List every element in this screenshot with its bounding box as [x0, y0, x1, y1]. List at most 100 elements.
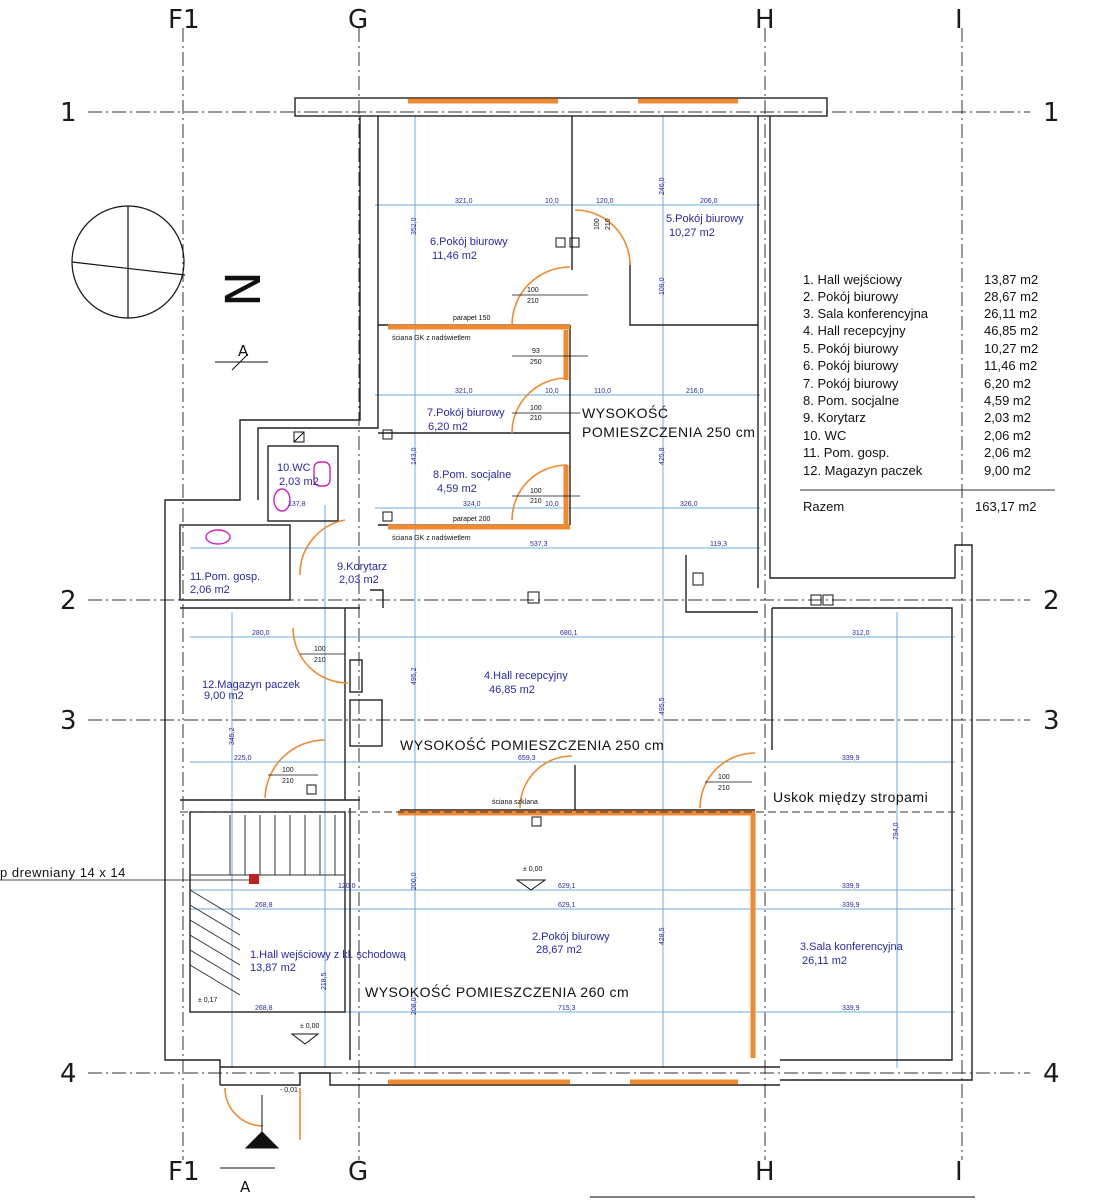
svg-text:680,1: 680,1: [560, 630, 578, 637]
svg-text:659,3: 659,3: [518, 755, 536, 762]
room-2-area: 28,67 m2: [536, 944, 582, 956]
vent-icon: [527, 591, 540, 604]
height-labels: WYSOKOŚĆ POMIESZCZENIA 250 cm WYSOKOŚĆ P…: [365, 404, 928, 1000]
grid-row-label-right: 1: [1043, 98, 1060, 128]
grid-col-label-bottom: G: [348, 1157, 368, 1187]
walls: [164, 97, 973, 1086]
section-label-bottom: A: [240, 1178, 251, 1196]
room-10-area: 2,03 m2: [279, 476, 319, 488]
windows: [388, 98, 756, 1085]
level-minus: - 0,01: [280, 1087, 298, 1094]
svg-text:100: 100: [530, 405, 542, 412]
svg-text:715,3: 715,3: [558, 1005, 576, 1012]
room-6-area: 11,46 m2: [432, 250, 477, 262]
svg-text:495,5: 495,5: [659, 697, 666, 715]
legend-item-value: 6,20 m2: [984, 376, 1031, 391]
svg-text:246,0: 246,0: [659, 177, 666, 195]
room-6-name: 6.Pokój biurowy: [430, 236, 508, 248]
legend-item-value: 11,46 m2: [984, 358, 1037, 373]
vent-icon: [293, 431, 305, 443]
svg-text:428,5: 428,5: [659, 927, 666, 945]
grid-col-label-bottom: I: [955, 1157, 963, 1187]
misc-notes: parapet 150 parapet 200 ściana GK z nadś…: [198, 315, 547, 1094]
svg-text:326,0: 326,0: [680, 501, 698, 508]
grid-labels: F1 G H I F1 G H I 1 2 3 4 1 2 3 4: [60, 5, 1060, 1187]
svg-text:352,0: 352,0: [411, 217, 418, 235]
vent-icon: [306, 784, 317, 795]
vent-icon: [692, 572, 704, 586]
grid-row-label-right: 4: [1043, 1059, 1060, 1089]
svg-text:225,0: 225,0: [234, 755, 252, 762]
grid-col-label-top: I: [955, 5, 963, 35]
svg-text:280,0: 280,0: [252, 630, 270, 637]
svg-text:210: 210: [527, 298, 539, 305]
room-7-name: 7.Pokój biurowy: [427, 407, 505, 419]
grid-col-label-top: G: [348, 5, 368, 35]
svg-text:324,0: 324,0: [463, 501, 481, 508]
svg-text:120,0: 120,0: [596, 198, 614, 205]
legend-item-value: 46,85 m2: [984, 323, 1038, 338]
grid-row-label-right: 2: [1043, 586, 1060, 616]
height-top-line1: WYSOKOŚĆ: [582, 404, 668, 421]
section-mark-top: [215, 353, 268, 371]
legend-item-value: 2,06 m2: [984, 445, 1031, 460]
vent-icon: [822, 594, 834, 606]
stairs: [189, 815, 345, 996]
legend-item-value: 28,67 m2: [984, 289, 1038, 304]
legend-item-label: 10. WC: [803, 428, 846, 443]
svg-text:629,1: 629,1: [558, 902, 576, 909]
vent-icon: [569, 237, 580, 248]
room-10-name: 10.WC: [277, 462, 311, 474]
svg-text:120,0: 120,0: [338, 883, 356, 890]
svg-text:210: 210: [530, 498, 542, 505]
svg-text:210: 210: [530, 415, 542, 422]
svg-text:143,0: 143,0: [411, 447, 418, 465]
svg-text:210: 210: [605, 218, 612, 230]
height-middle: WYSOKOŚĆ POMIESZCZENIA 250 cm: [400, 736, 664, 753]
grid-row-label-left: 3: [60, 706, 77, 736]
svg-text:10,0: 10,0: [545, 198, 559, 205]
svg-text:339,9: 339,9: [842, 883, 860, 890]
legend-total-value: 163,17 m2: [975, 499, 1036, 514]
north-label: N: [216, 271, 272, 307]
svg-text:210: 210: [314, 657, 326, 664]
section-mark-bottom: [220, 1095, 280, 1169]
area-legend: 1. Hall wejściowy 13,87 m2 2. Pokój biur…: [800, 272, 1055, 514]
post-icon: [249, 874, 259, 884]
post-label: p drewniany 14 x 14: [0, 865, 126, 880]
legend-item-value: 13,87 m2: [984, 272, 1038, 287]
room-11-area: 2,06 m2: [190, 584, 230, 596]
vent-icon: [382, 429, 393, 440]
svg-text:321,0: 321,0: [455, 198, 473, 205]
sink-icon: [205, 529, 231, 545]
legend-item-label: 7. Pokój biurowy: [803, 376, 899, 391]
svg-text:100: 100: [314, 646, 326, 653]
legend-item-label: 11. Pom. gosp.: [803, 445, 889, 460]
room-1-name: 1.Hall wejściowy z kl. schodową: [250, 949, 407, 961]
dimension-labels: 321,0 10,0 120,0 206,0 321,0 10,0 110,0 …: [229, 177, 900, 1015]
grid-row-label-left: 4: [60, 1059, 77, 1089]
svg-text:629,1: 629,1: [558, 883, 576, 890]
svg-text:321,0: 321,0: [455, 388, 473, 395]
section-label-top: A: [238, 342, 249, 360]
svg-text:109,0: 109,0: [659, 277, 666, 295]
post-note: p drewniany 14 x 14: [0, 865, 259, 884]
legend-item-label: 9. Korytarz: [803, 410, 866, 425]
washbasin-icon: [273, 488, 291, 512]
legend-item-value: 10,27 m2: [984, 341, 1038, 356]
room-5-area: 10,27 m2: [669, 227, 715, 239]
grid-row-label-left: 2: [60, 586, 77, 616]
grid-col-label-bottom: H: [755, 1157, 775, 1187]
sanitary-fixtures: [205, 461, 331, 545]
legend-item-label: 1. Hall wejściowy: [803, 272, 902, 287]
svg-text:10,0: 10,0: [545, 501, 559, 508]
vent-icon: [555, 237, 566, 248]
room-9-name: 9.Korytarz: [337, 561, 387, 573]
svg-text:100: 100: [594, 218, 601, 230]
legend-item-label: 5. Pokój biurowy: [803, 341, 899, 356]
room-3-area: 26,11 m2: [802, 955, 847, 967]
vent-icon: [810, 594, 822, 606]
room-8-area: 4,59 m2: [437, 483, 477, 495]
room-3-name: 3.Sala konferencyjna: [800, 941, 904, 953]
